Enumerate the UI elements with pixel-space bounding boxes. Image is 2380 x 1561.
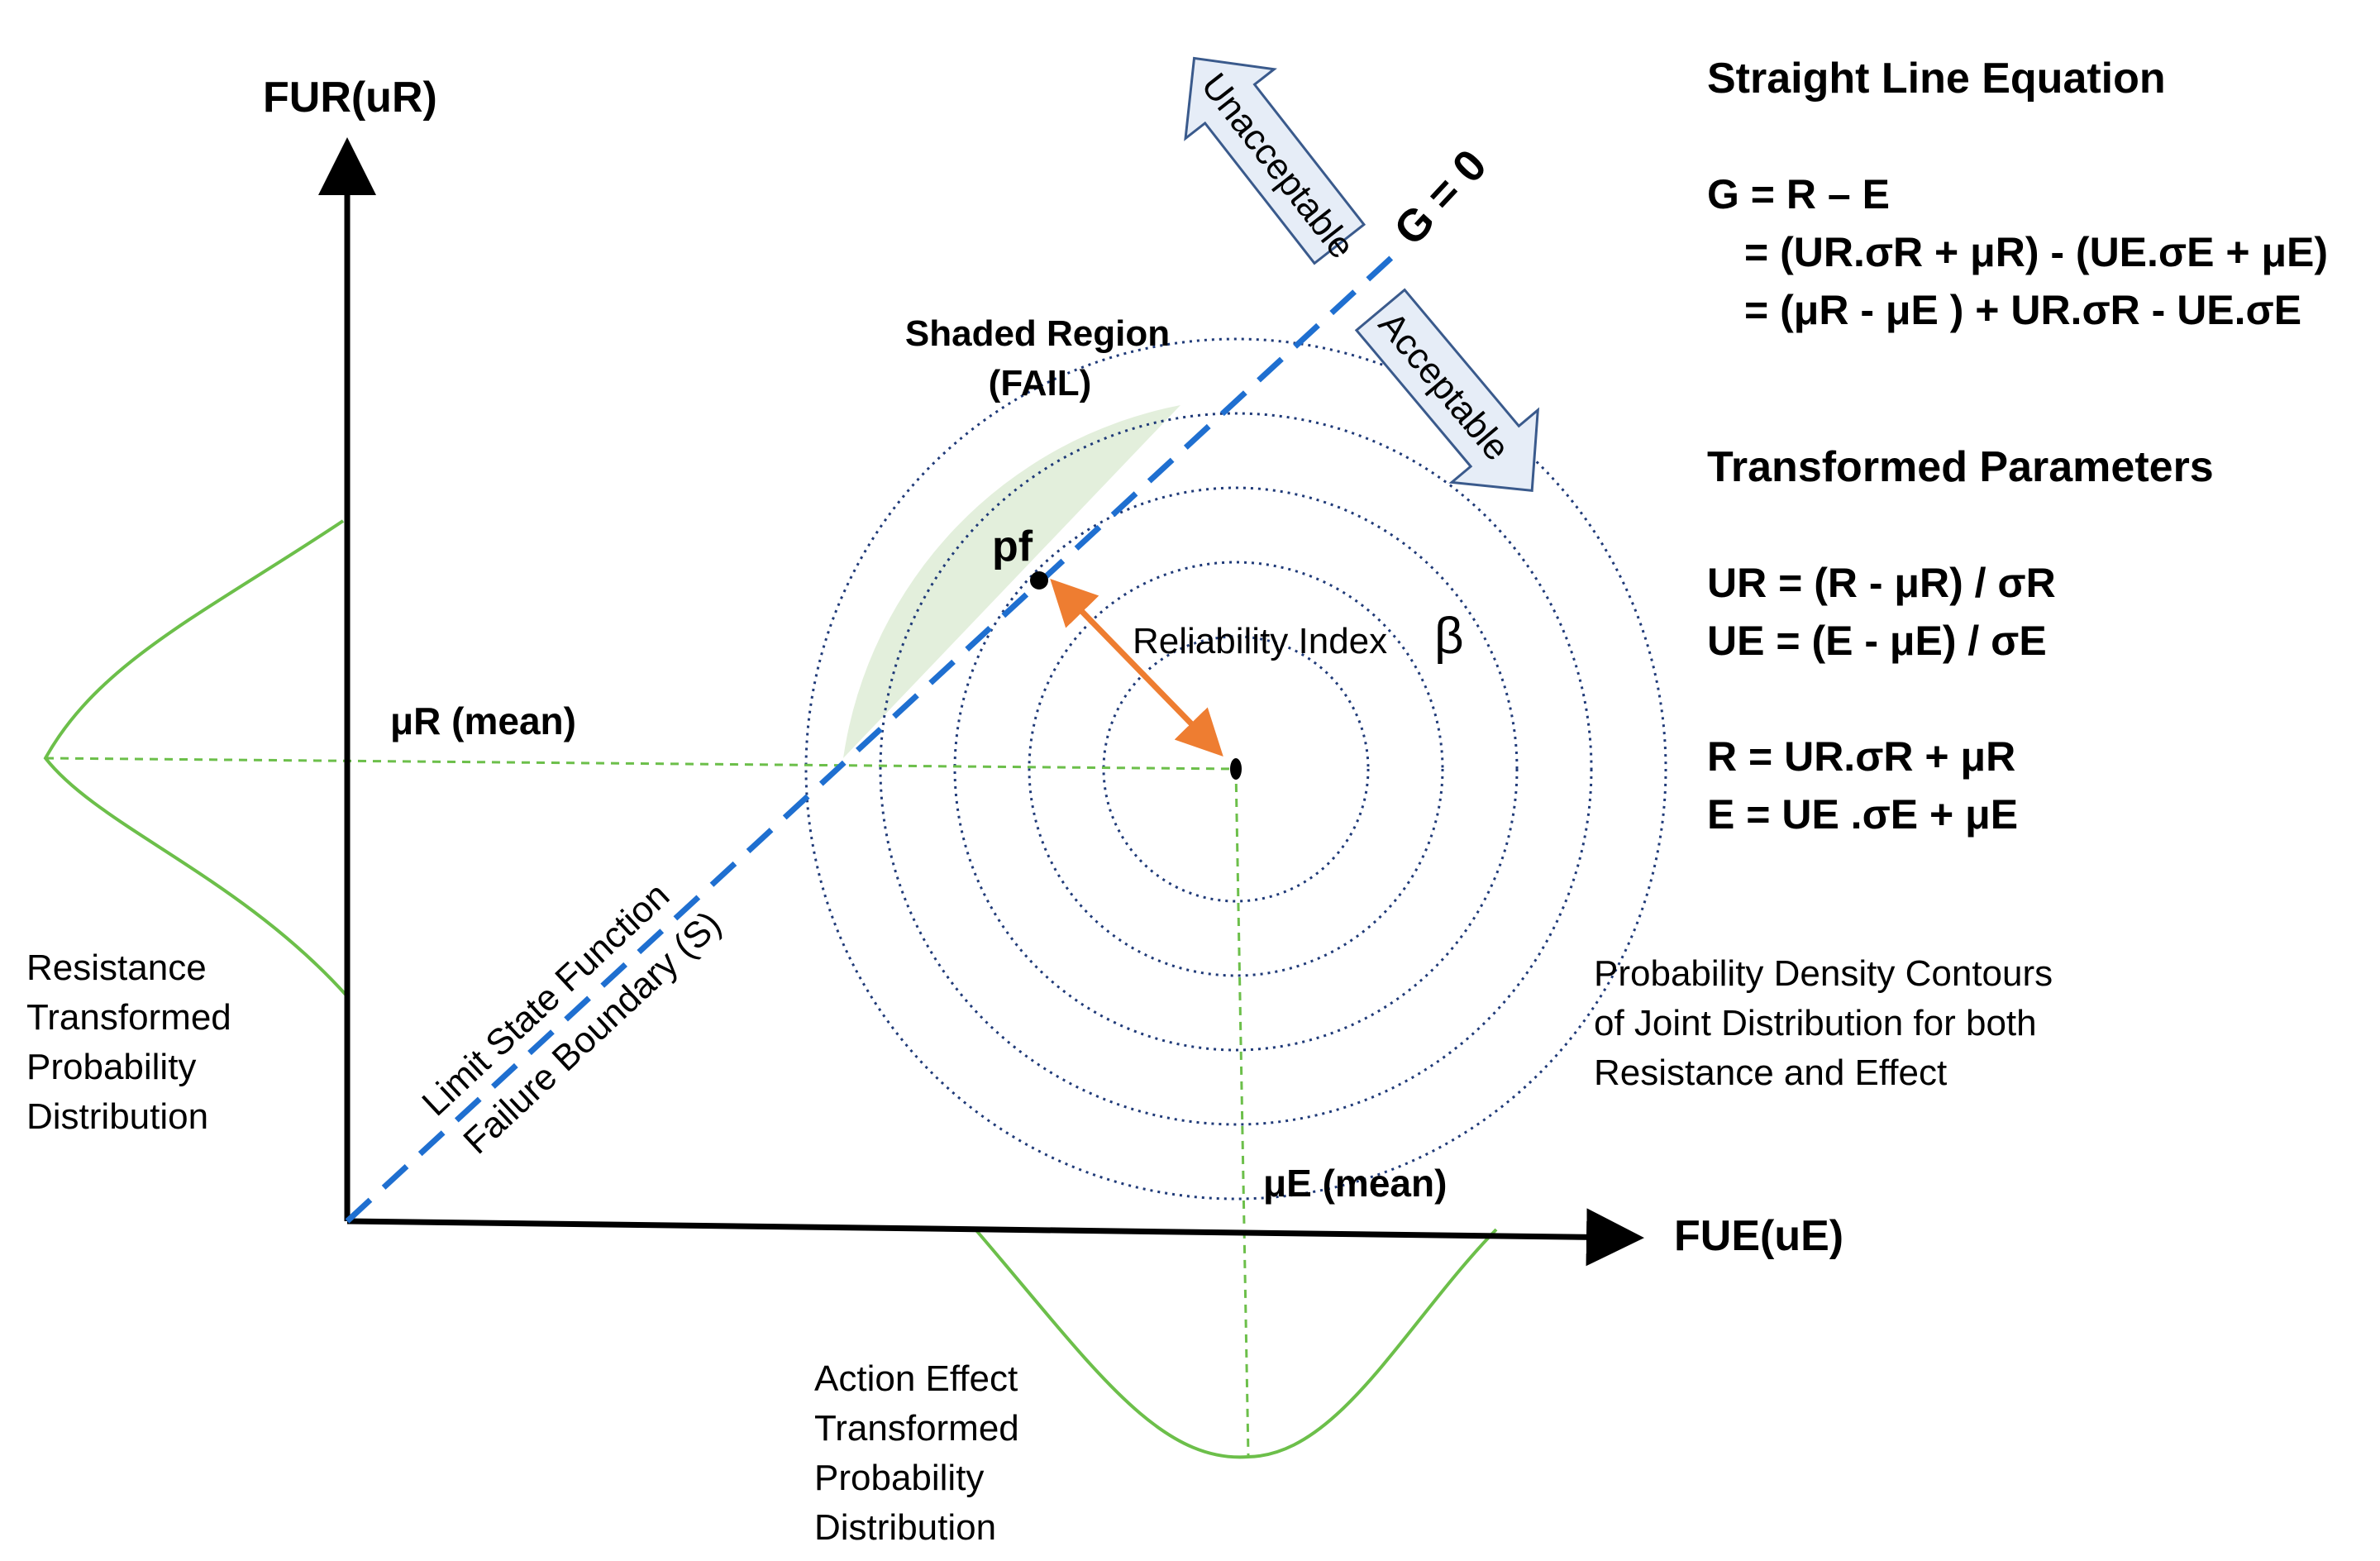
resistance-caption-line-2: Transformed: [26, 997, 231, 1038]
contour-ring-4: [879, 412, 1593, 1126]
contour-caption-line-1: Probability Density Contours: [1594, 953, 2053, 994]
effect-caption-line-2: Transformed: [814, 1408, 1019, 1449]
straight-line-eq-1: G = R – E: [1707, 171, 1890, 217]
g-equals-zero-label: G = 0: [1385, 141, 1496, 255]
x-axis-label: FUE(uE): [1674, 1212, 1843, 1260]
resistance-caption-line-1: Resistance: [26, 948, 207, 988]
straight-line-eq-3: = (μR - μE ) + UR.σR - UE.σE: [1744, 287, 2301, 333]
resistance-caption: Resistance Transformed Probability Distr…: [26, 948, 231, 1137]
contour-ring-2: [1028, 561, 1444, 977]
effect-caption-line-4: Distribution: [814, 1507, 996, 1548]
fail-label: (FAIL): [989, 363, 1092, 403]
mu-e-guide-line: [1234, 768, 1250, 1456]
beta-symbol: β: [1434, 608, 1464, 665]
effect-distribution-curve: [974, 1228, 1498, 1459]
back-transform-eq-1: R = UR.σR + μR: [1707, 733, 2015, 780]
contour-caption-line-2: of Joint Distribution for both: [1594, 1003, 2037, 1043]
pf-label: pf: [992, 523, 1033, 570]
effect-caption: Action Effect Transformed Probability Di…: [814, 1358, 1019, 1548]
contour-caption-line-3: Resistance and Effect: [1594, 1053, 1947, 1093]
mu-r-guide-line: [45, 757, 1237, 771]
shaded-region-label: Shaded Region: [905, 313, 1170, 354]
contour-caption: Probability Density Contours of Joint Di…: [1594, 953, 2053, 1093]
reliability-index-label: Reliability Index: [1133, 621, 1387, 661]
straight-line-eq-2: = (UR.σR + μR) - (UE.σE + μE): [1744, 229, 2328, 275]
unacceptable-arrow: Unacceptable: [1184, 56, 1366, 266]
y-axis-label: FUR(uR): [263, 74, 437, 122]
mean-point: [1230, 758, 1242, 780]
unacceptable-label: Unacceptable: [1194, 66, 1362, 266]
transformed-eq-2: UE = (E - μE) / σE: [1707, 618, 2047, 664]
resistance-distribution-curve: [43, 519, 349, 998]
probability-contours: [804, 337, 1667, 1201]
resistance-caption-line-4: Distribution: [26, 1096, 208, 1137]
contour-ring-1: [1102, 635, 1370, 903]
contour-ring-3: [953, 486, 1519, 1052]
acceptable-label: Acceptable: [1371, 304, 1517, 468]
transformed-eq-1: UR = (R - μR) / σR: [1707, 560, 2056, 606]
fail-region: [843, 405, 1180, 758]
resistance-caption-line-3: Probability: [26, 1047, 196, 1087]
limit-state-line: [345, 254, 1395, 1224]
acceptable-arrow: Acceptable: [1354, 288, 1540, 492]
straight-line-title: Straight Line Equation: [1707, 55, 2166, 103]
reliability-index-arrow: [1050, 578, 1223, 757]
x-axis: [346, 1208, 1644, 1267]
equations-panel: Straight Line Equation G = R – E = (UR.σ…: [1707, 55, 2328, 838]
contour-ring-5: [804, 337, 1667, 1201]
mu-e-label: μE (mean): [1263, 1162, 1447, 1205]
transformed-title: Transformed Parameters: [1707, 443, 2214, 491]
effect-caption-line-3: Probability: [814, 1458, 984, 1498]
pf-point: [1030, 571, 1048, 590]
back-transform-eq-2: E = UE .σE + μE: [1707, 791, 2018, 838]
effect-caption-line-1: Action Effect: [814, 1358, 1018, 1399]
mu-r-label: μR (mean): [390, 699, 576, 742]
